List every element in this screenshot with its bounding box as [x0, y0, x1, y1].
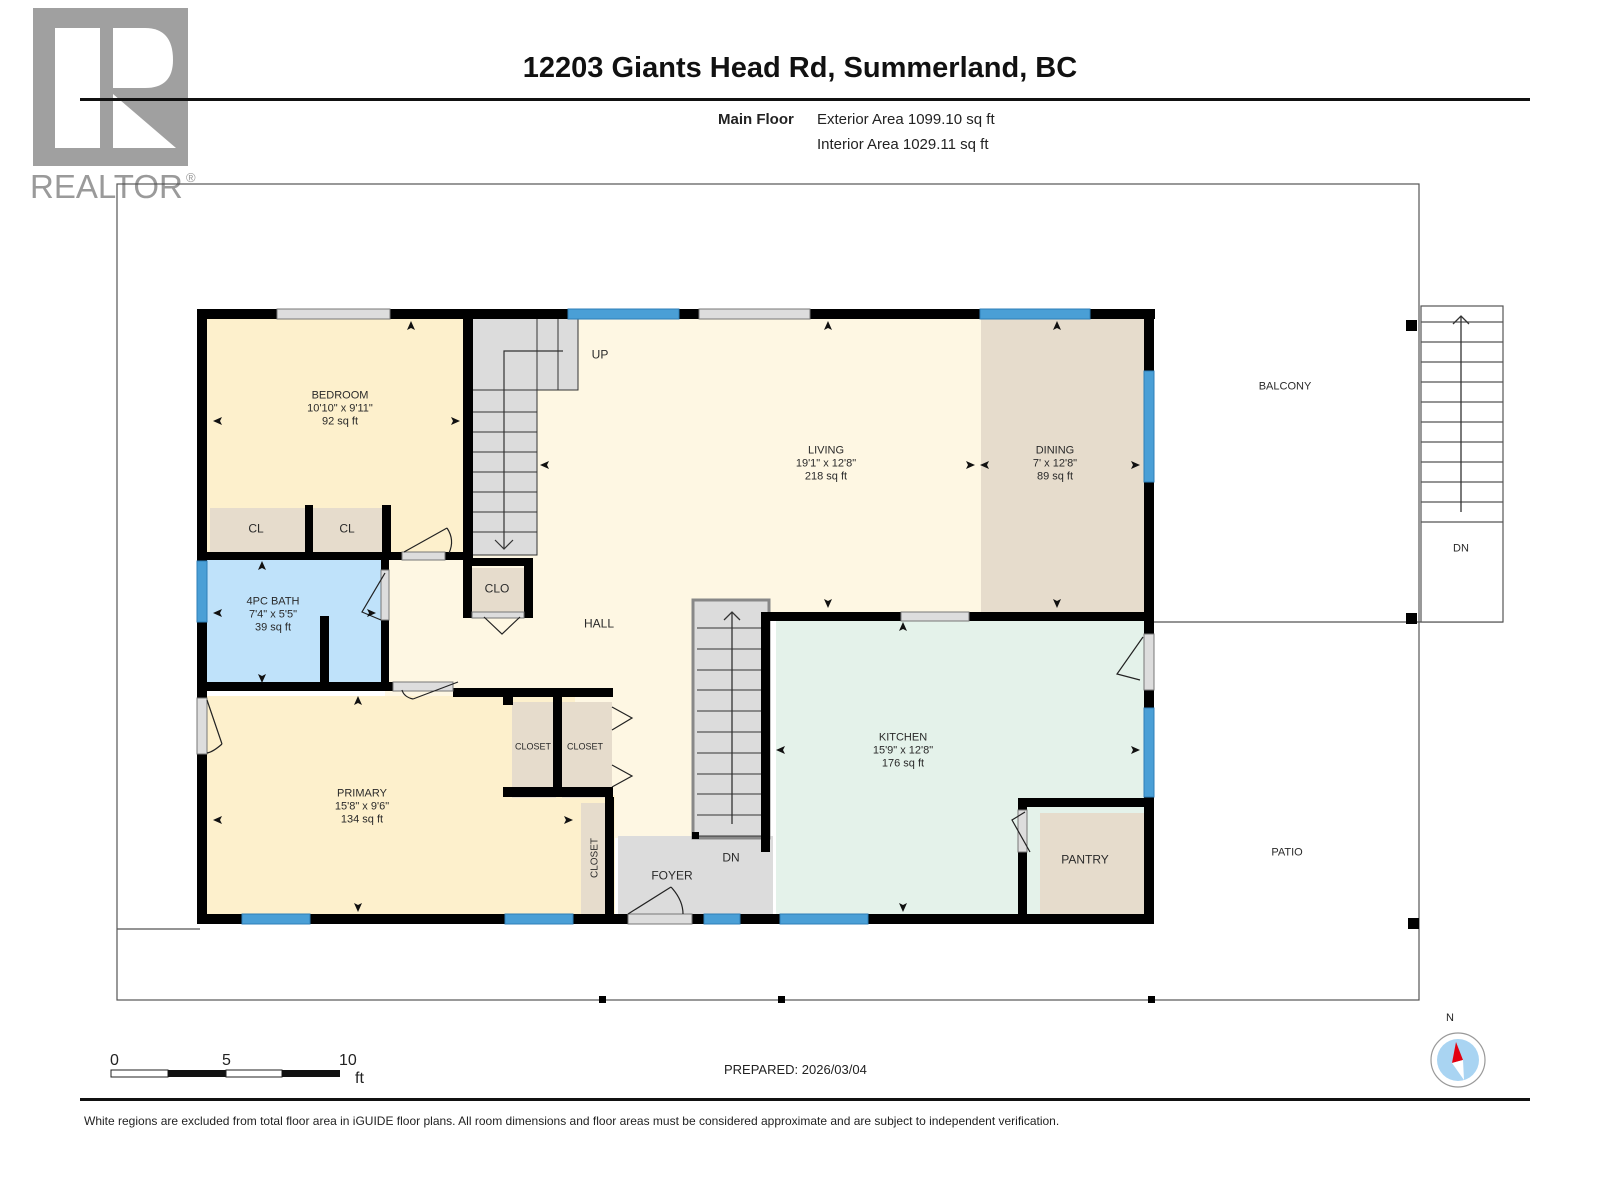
- room-name: DINING: [1035, 444, 1075, 457]
- exterior-area: Exterior Area 1099.10 sq ft: [817, 111, 995, 128]
- registered-mark: ®: [186, 170, 196, 185]
- realtor-r-logo-icon: [33, 8, 188, 166]
- room-name: 4PC BATH: [246, 595, 300, 608]
- room-closet-a: CLOSET: [514, 741, 552, 752]
- realtor-wordmark: REALTOR: [30, 168, 183, 205]
- scale-tick-0: 0: [110, 1052, 119, 1069]
- room-area: 39 sq ft: [254, 621, 292, 634]
- room-foyer: FOYER: [651, 868, 693, 883]
- room-name: KITCHEN: [878, 731, 928, 744]
- windows: [196, 308, 1155, 925]
- room-bedroom: BEDROOM 10'10" x 9'11" 92 sq ft: [307, 390, 373, 429]
- scale-unit: ft: [355, 1070, 364, 1087]
- room-area: 89 sq ft: [1036, 470, 1074, 483]
- room-dims: 10'10" x 9'11": [307, 402, 373, 415]
- exterior-stairs-dn-label: DN: [1453, 542, 1469, 555]
- room-closet-cl-1: CL: [248, 521, 264, 536]
- room-name: LIVING: [807, 444, 845, 457]
- room-dims: 7'4" x 5'5": [248, 608, 298, 621]
- room-patio: PATIO: [1271, 846, 1303, 859]
- room-dining: DINING 7' x 12'8" 89 sq ft: [1033, 445, 1077, 484]
- room-closet-b: CLOSET: [566, 741, 604, 752]
- room-hall: HALL: [583, 616, 615, 631]
- room-dims: 15'9" x 12'8": [872, 744, 934, 757]
- exterior-stairs: [1420, 305, 1504, 623]
- room-pantry: PANTRY: [1061, 852, 1109, 867]
- room-living: LIVING 19'1" x 12'8" 218 sq ft: [796, 445, 856, 484]
- stairs-down: [691, 598, 771, 840]
- room-area: 92 sq ft: [321, 415, 359, 428]
- prepared-date: PREPARED: 2026/03/04: [724, 1062, 867, 1077]
- stairs-up-label: UP: [591, 347, 609, 362]
- floor-name: Main Floor: [718, 111, 794, 128]
- compass-icon: [1428, 1030, 1488, 1094]
- room-closet-c: CLOSET: [589, 837, 601, 879]
- room-area: 134 sq ft: [340, 813, 384, 826]
- room-4pc-bath: 4PC BATH 7'4" x 5'5" 39 sq ft: [247, 596, 300, 635]
- room-dims: 7' x 12'8": [1032, 457, 1078, 470]
- scale-bar: [110, 1069, 340, 1078]
- room-clo: CLO: [484, 581, 510, 596]
- room-area: 176 sq ft: [881, 757, 925, 770]
- walls: [197, 309, 1155, 924]
- stairs-down-label: DN: [722, 850, 740, 865]
- room-balcony: BALCONY: [1258, 380, 1312, 393]
- room-primary: PRIMARY 15'8" x 9'6" 134 sq ft: [335, 788, 389, 827]
- room-closet-cl-2: CL: [339, 521, 355, 536]
- room-name: PRIMARY: [337, 787, 387, 800]
- footer-divider: [80, 1098, 1530, 1101]
- scale-tick-10: 10: [339, 1052, 357, 1069]
- dimension-markers: [213, 321, 1140, 912]
- scale-tick-5: 5: [222, 1052, 231, 1069]
- room-dims: 19'1" x 12'8": [795, 457, 857, 470]
- interior-area: Interior Area 1029.11 sq ft: [817, 136, 989, 153]
- disclaimer-text: White regions are excluded from total fl…: [84, 1114, 1060, 1128]
- stairs-up: [471, 317, 579, 556]
- property-outline: [116, 183, 1420, 1001]
- room-dims: 15'8" x 9'6": [334, 800, 390, 813]
- room-kitchen: KITCHEN 15'9" x 12'8" 176 sq ft: [873, 732, 933, 771]
- compass-north-label: N: [1446, 1012, 1454, 1024]
- room-name: BEDROOM: [311, 389, 369, 402]
- room-area: 218 sq ft: [804, 470, 848, 483]
- title-divider: [80, 98, 1530, 101]
- page-title: 12203 Giants Head Rd, Summerland, BC: [522, 52, 1078, 84]
